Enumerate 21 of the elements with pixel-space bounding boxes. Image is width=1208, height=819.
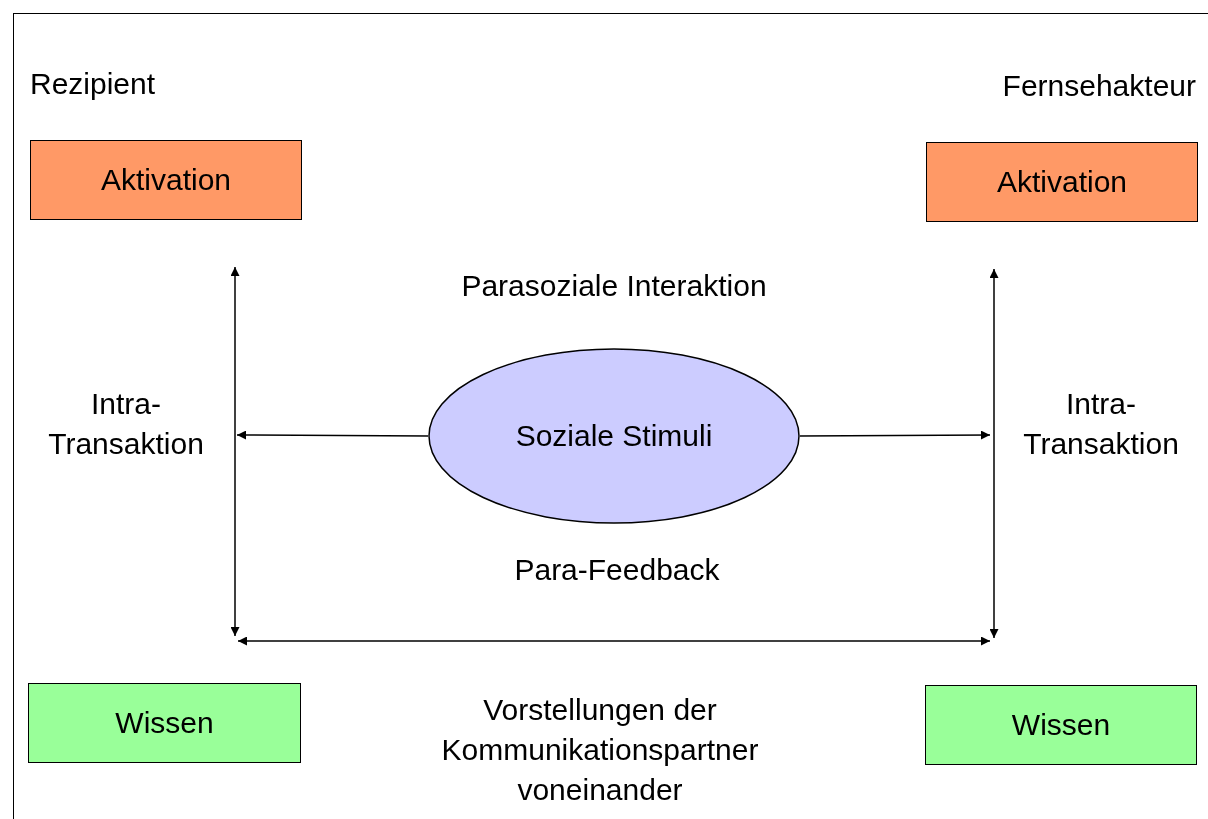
process-box	[926, 142, 1198, 222]
relation-label: Intra-Transaktion	[47, 386, 205, 462]
node-label: Aktivation	[996, 164, 1128, 201]
node-label: Aktivation	[100, 162, 232, 199]
ellipse-node	[428, 348, 800, 524]
relation-label: Parasoziale Interaktion	[460, 268, 768, 304]
relation-label: Para-Feedback	[513, 552, 721, 588]
process-box	[925, 685, 1197, 765]
arrow	[799, 430, 991, 440]
process-box	[30, 140, 302, 220]
arrow	[989, 268, 999, 639]
arrow	[230, 266, 240, 637]
node-label: Wissen	[115, 705, 214, 742]
node-label: Soziale Stimuli	[515, 418, 713, 455]
column-heading: Rezipient	[30, 66, 157, 102]
process-box	[28, 683, 301, 763]
note-text: Vorstellungen der Kommunikationspartner voneinander	[440, 692, 760, 808]
relation-label: Intra-Transaktion	[1022, 386, 1180, 462]
arrow	[236, 430, 429, 440]
column-heading: Fernsehakteur	[1001, 68, 1196, 104]
node-label: Wissen	[1011, 707, 1111, 744]
